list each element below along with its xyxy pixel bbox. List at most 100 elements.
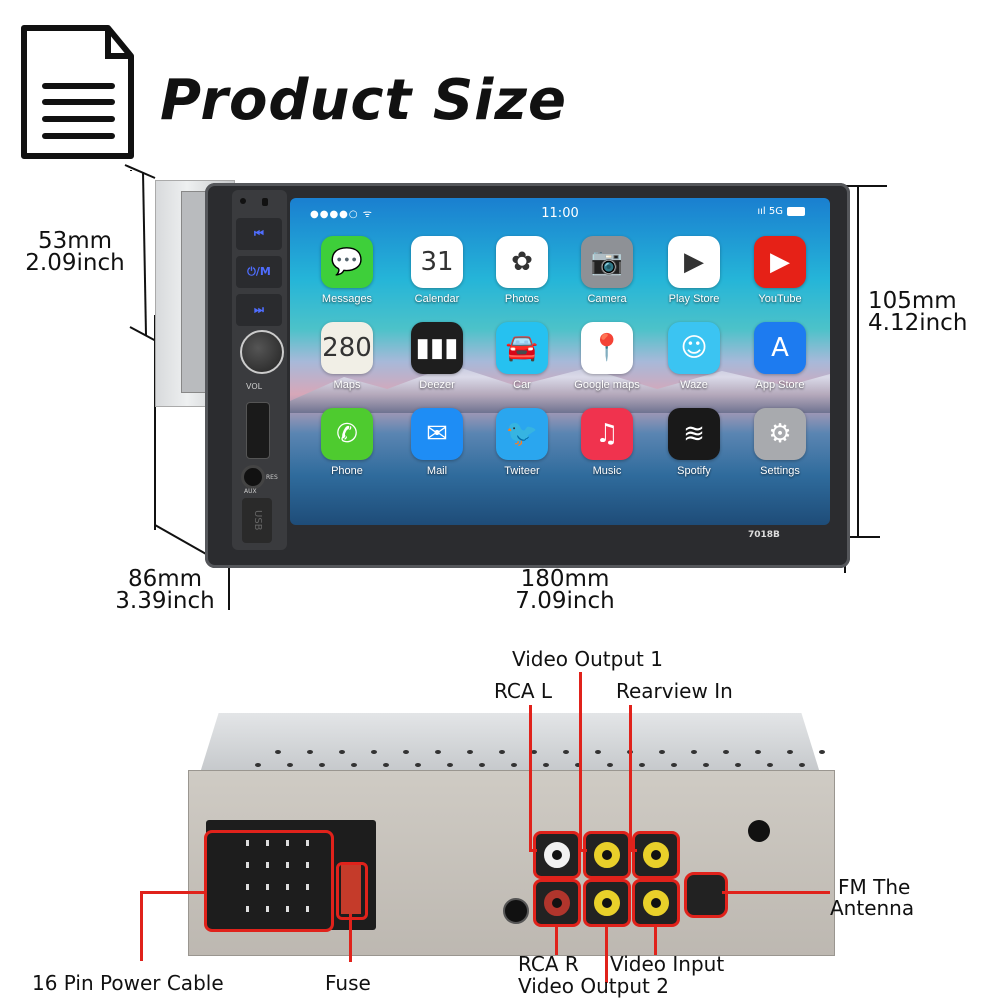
fm-antenna-port[interactable]	[684, 872, 728, 918]
waze-icon: ☺	[668, 322, 720, 374]
dimension-depth: 86mm 3.39inch	[105, 568, 225, 613]
label-fuse: Fuse	[325, 971, 371, 995]
maps-icon: 280	[321, 322, 373, 374]
app-label: Calendar	[414, 293, 460, 305]
vent-hole	[607, 763, 613, 767]
next-track-button[interactable]: ⏭	[236, 294, 282, 326]
app-youtube[interactable]: ▶YouTube	[745, 236, 815, 305]
vent-hole	[723, 750, 729, 754]
app-camera[interactable]: 📷Camera	[572, 236, 642, 305]
power-connector-highlight	[204, 830, 334, 932]
power-mode-button[interactable]: ⏻/M	[236, 256, 282, 288]
rca-l-jack[interactable]	[533, 831, 581, 879]
deezer-icon: ▮▮▮	[411, 322, 463, 374]
vent-hole	[403, 750, 409, 754]
aux-label: AUX	[244, 488, 257, 495]
video-input-jack[interactable]	[632, 879, 680, 927]
app-label: Waze	[680, 379, 708, 391]
vent-hole	[383, 763, 389, 767]
vent-hole	[307, 750, 313, 754]
battery-icon	[787, 206, 805, 216]
connector-pin	[286, 884, 289, 890]
signal-battery: ııl 5G	[757, 206, 805, 217]
app-label: Photos	[504, 293, 540, 305]
prev-track-button[interactable]: ⏮	[236, 218, 282, 250]
mount-hole	[748, 820, 770, 842]
vent-hole	[787, 750, 793, 754]
leader-video-input	[654, 925, 657, 955]
rca-r-jack[interactable]	[533, 879, 581, 927]
connector-pin	[306, 862, 309, 868]
leader-video-output-1	[579, 672, 582, 852]
app-photos[interactable]: ✿ Photos	[487, 236, 557, 305]
app-deezer[interactable]: ▮▮▮Deezer	[402, 322, 472, 391]
app-twiteer[interactable]: 🐦Twiteer	[487, 408, 557, 477]
rca-red-ring	[544, 890, 570, 916]
leader-rca-l-h	[529, 849, 537, 852]
vent-hole	[819, 750, 825, 754]
aux-jack[interactable]	[241, 465, 265, 489]
app-settings[interactable]: ⚙Settings	[745, 408, 815, 477]
messages-icon: 💬	[321, 236, 373, 288]
app-phone[interactable]: ✆Phone	[312, 408, 382, 477]
dim-mm: 105mm	[868, 288, 957, 314]
label-video-input: Video Input	[610, 952, 725, 976]
music-icon: ♫	[581, 408, 633, 460]
dimension-width: 180mm 7.09inch	[500, 568, 630, 614]
app-label: YouTube	[758, 293, 802, 305]
app-car[interactable]: 🚘Car	[487, 322, 557, 391]
photos-icon: ✿	[496, 236, 548, 288]
vent-hole	[319, 763, 325, 767]
video-output-2-jack[interactable]	[583, 879, 631, 927]
leader-power-cable	[140, 891, 143, 961]
label-fm-antenna-line2: Antenna	[830, 896, 915, 920]
usb-port[interactable]: USB	[242, 498, 272, 543]
app-store-icon: A	[754, 322, 806, 374]
connector-pin	[246, 840, 249, 846]
sd-card-slot[interactable]	[246, 402, 270, 459]
app-music[interactable]: ♫ Music	[572, 408, 642, 477]
leader-fm-antenna	[722, 891, 830, 894]
vent-hole	[691, 750, 697, 754]
vent-hole	[275, 750, 281, 754]
leader-fuse	[349, 914, 352, 962]
leader-rca-r	[555, 925, 558, 955]
app-spotify[interactable]: ≋Spotify	[659, 408, 729, 477]
dim-inch: 7.09inch	[515, 588, 615, 614]
video-output-1-jack[interactable]	[583, 831, 631, 879]
leader-power-cable-h	[140, 891, 206, 894]
label-fm-antenna-line1: FM The	[838, 875, 911, 899]
volume-knob[interactable]	[240, 330, 284, 374]
vent-hole	[287, 763, 293, 767]
leader-rca-l	[529, 705, 532, 851]
vent-hole	[479, 763, 485, 767]
connector-pin	[266, 906, 269, 912]
rca-yellow-ring	[594, 842, 620, 868]
extra-jack[interactable]	[503, 898, 529, 924]
app-messages[interactable]: 💬Messages	[312, 236, 382, 305]
vent-hole	[799, 763, 805, 767]
vent-hole	[351, 763, 357, 767]
rearview-in-jack[interactable]	[632, 831, 680, 879]
vent-hole	[415, 763, 421, 767]
dim-mm: 53mm	[37, 228, 113, 254]
app-mail[interactable]: ✉Mail	[402, 408, 472, 477]
twiteer-icon: 🐦	[496, 408, 548, 460]
app-label: Mail	[426, 465, 448, 477]
app-waze[interactable]: ☺ Waze	[659, 322, 729, 391]
app-label: Music	[592, 465, 622, 477]
label-video-output-1: Video Output 1	[512, 647, 663, 671]
app-play-store[interactable]: ▶Play Store	[659, 236, 729, 305]
vent-hole	[467, 750, 473, 754]
app-google-maps[interactable]: 📍Google maps	[572, 322, 642, 391]
connector-pin	[246, 884, 249, 890]
leader-rearview-in	[629, 705, 632, 852]
rca-yellow-ring	[594, 890, 620, 916]
vent-hole	[659, 750, 665, 754]
dim-inch: 2.09inch	[25, 250, 125, 276]
app-label: Maps	[333, 379, 361, 391]
